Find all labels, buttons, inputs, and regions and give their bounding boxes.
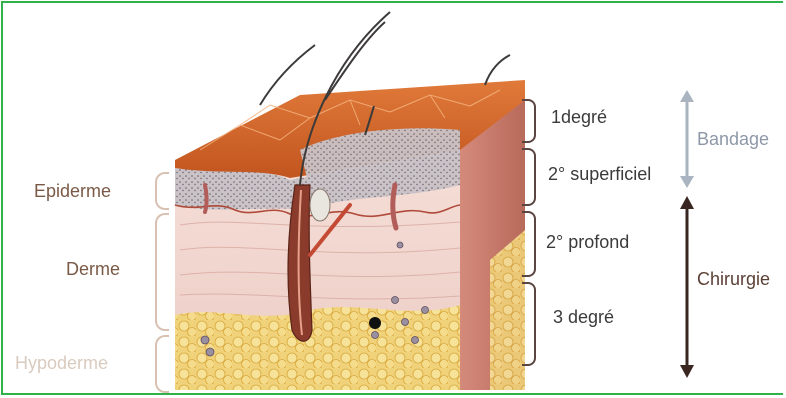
degree2-superficiel-label: 2° superficiel [548,165,651,183]
hypoderme-bracket [155,335,169,393]
derme-label: Derme [66,260,120,278]
hypoderme-label: Hypoderme [15,354,108,372]
skin-cross-section-illustration [160,0,540,398]
derme-bracket [155,213,169,331]
degree2-profond-label: 2° profond [546,233,629,251]
hypodermis-fat [175,305,460,390]
degree1-bracket [522,99,536,143]
blood-vessel-cross-section [369,317,381,329]
chirurgie-arrow [680,196,694,378]
degree2-profond-bracket [522,211,536,277]
bandage-arrow [680,90,694,188]
chirurgie-label: Chirurgie [697,270,770,288]
degree1-label: 1degré [551,108,607,126]
bandage-label: Bandage [697,130,769,148]
degree3-bracket [522,282,536,366]
degree2-superficiel-bracket [522,148,536,206]
epiderme-label: Epiderme [34,182,111,200]
epiderme-bracket [155,172,169,210]
degree3-label: 3 degré [553,308,614,326]
sebaceous-gland [310,189,330,221]
